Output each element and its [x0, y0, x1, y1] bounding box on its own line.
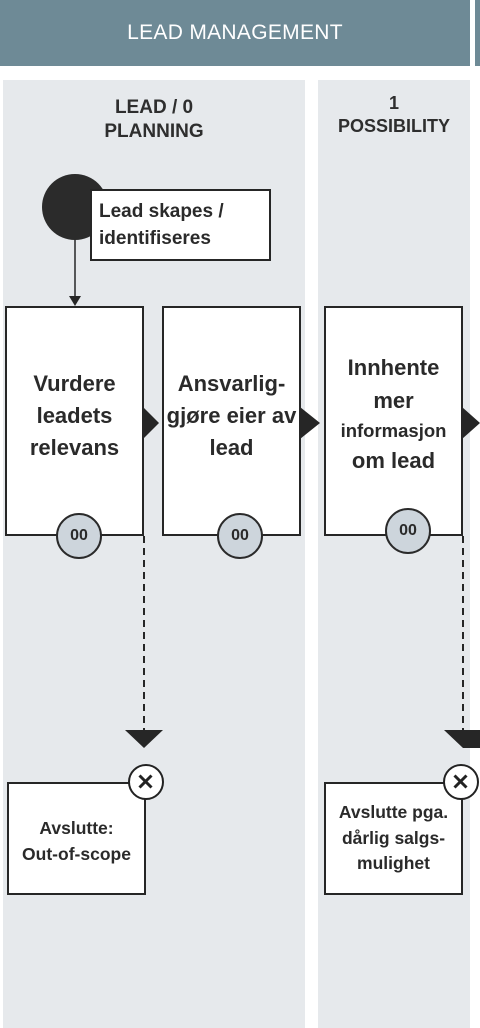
- step-2-line1: Ansvarlig-: [177, 371, 286, 397]
- end-2-line3: mulighet: [357, 853, 430, 874]
- lane-planning-title-line2: PLANNING: [104, 120, 204, 142]
- close-circle-icon[interactable]: [128, 764, 164, 800]
- step-3-line1: Innhente: [347, 354, 440, 380]
- end-darlig-salgsmulighet[interactable]: Avslutte pga. dårlig salgs- mulighet: [324, 782, 463, 895]
- step-vurdere-leadets-relevans[interactable]: Vurdere leadets relevans: [5, 306, 144, 536]
- end-2-line1: Avslutte pga.: [338, 802, 449, 823]
- end-1-line2: Out-of-scope: [22, 843, 131, 864]
- step-3-badge: 00: [385, 508, 431, 554]
- lane-possibility-title-line2: POSSIBILITY: [337, 115, 451, 136]
- end-1-line1: Avslutte:: [39, 818, 114, 839]
- step-1-line3: relevans: [29, 434, 120, 460]
- arrow-down-icon: [444, 730, 480, 748]
- step-1-line2: leadets: [36, 403, 113, 429]
- step-2-line3: lead: [209, 434, 254, 460]
- close-glyph: [138, 774, 153, 789]
- lane-possibility-title: 1 POSSIBILITY: [318, 92, 470, 137]
- close-glyph: [453, 774, 468, 789]
- lane-possibility-title-line1: 1: [388, 93, 399, 113]
- close-circle-icon[interactable]: [443, 764, 479, 800]
- start-note-line2: identifiseres: [99, 227, 211, 249]
- arrow-right-icon: [462, 407, 480, 439]
- header-title: LEAD MANAGEMENT: [127, 21, 343, 44]
- start-connector-arrowhead: [69, 296, 81, 306]
- lane-planning-title: LEAD / 0 PLANNING: [3, 96, 305, 144]
- step-2-line2: gjøre eier av: [166, 403, 297, 429]
- start-note: Lead skapes / identifiseres: [90, 189, 271, 261]
- step-3-line2: mer: [373, 387, 414, 413]
- start-note-line1: Lead skapes /: [99, 201, 224, 222]
- end-2-line2: dårlig salgs-: [341, 827, 446, 848]
- step-1-line1: Vurdere: [33, 371, 116, 397]
- step-ansvarliggjore-eier[interactable]: Ansvarlig- gjøre eier av lead: [162, 306, 301, 536]
- step-3-line3: informasjon: [340, 419, 447, 441]
- arrow-right-icon: [143, 407, 159, 439]
- step-3-line4: om lead: [351, 448, 436, 474]
- page-header: LEAD MANAGEMENT: [0, 0, 470, 66]
- arrow-down-icon: [125, 730, 163, 748]
- end-out-of-scope[interactable]: Avslutte: Out-of-scope: [7, 782, 146, 895]
- step-2-badge: 00: [217, 513, 263, 559]
- step-innhente-mer-informasjon[interactable]: Innhente mer informasjon om lead: [324, 306, 463, 536]
- arrow-right-icon: [300, 407, 320, 439]
- header-next-segment: [475, 0, 480, 66]
- lane-planning-title-line1: LEAD / 0: [114, 97, 194, 118]
- step-1-badge: 00: [56, 513, 102, 559]
